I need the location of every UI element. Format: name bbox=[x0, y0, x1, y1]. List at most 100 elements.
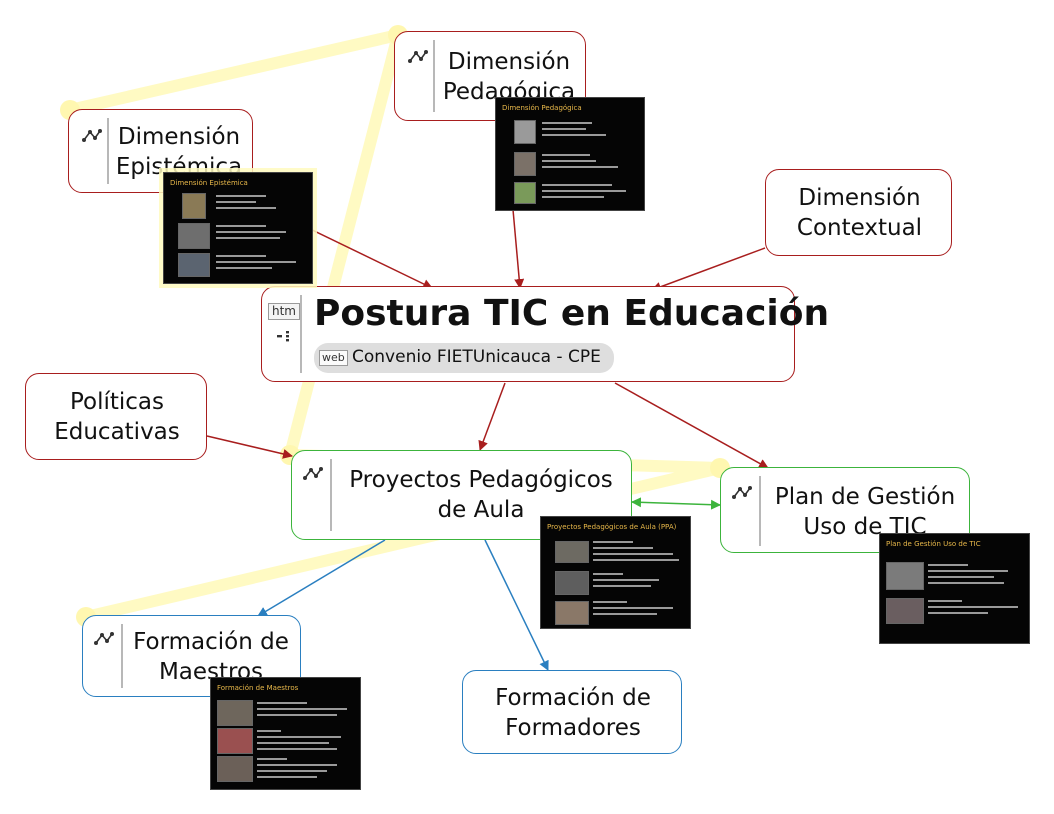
thumbnail-text-line bbox=[216, 255, 266, 257]
node-divider bbox=[300, 295, 302, 373]
outline-list-icon bbox=[277, 331, 289, 342]
thumbnail-text-line bbox=[593, 547, 653, 549]
web-link-label: Convenio FIETUnicauca - CPE bbox=[352, 347, 601, 367]
thumbnail-text-line bbox=[593, 559, 679, 561]
thumbnail-text-line bbox=[928, 564, 968, 566]
web-link[interactable]: web Convenio FIETUnicauca - CPE bbox=[314, 343, 614, 373]
thumbnail-text-line bbox=[257, 742, 329, 744]
thumbnail-plan-gestion[interactable]: Plan de Gestión Uso de TIC bbox=[879, 533, 1030, 644]
thumbnail-text-line bbox=[216, 267, 272, 269]
thumbnail-text-line bbox=[542, 154, 590, 156]
thumbnail-text-line bbox=[593, 541, 633, 543]
thumbnail-proyectos-pedagogicos[interactable]: Proyectos Pedagógicos de Aula (PPA) bbox=[540, 516, 691, 629]
htm-tag[interactable]: htm bbox=[268, 303, 300, 320]
connector-central-plan bbox=[614, 382, 769, 469]
thumbnail-photo bbox=[182, 193, 206, 219]
thumbnail-text-line bbox=[928, 612, 988, 614]
thumbnail-text-line bbox=[593, 573, 623, 575]
topic-map-icon bbox=[82, 129, 102, 142]
thumbnail-text-line bbox=[257, 708, 347, 710]
thumbnail-text-line bbox=[542, 166, 618, 168]
thumbnail-text-line bbox=[216, 195, 266, 197]
thumbnail-photo bbox=[514, 152, 536, 176]
thumbnail-photo bbox=[555, 601, 589, 625]
thumbnail-text-line bbox=[542, 128, 586, 130]
node-formacion-formadores[interactable]: Formación de Formadores bbox=[462, 670, 682, 754]
connector-proyectos-formadores bbox=[484, 539, 549, 671]
node-label: Proyectos Pedagógicos de Aula bbox=[349, 467, 613, 523]
thumbnail-text-line bbox=[257, 758, 287, 760]
thumbnail-photo bbox=[217, 728, 253, 754]
thumbnail-photo bbox=[555, 571, 589, 595]
thumbnail-title: Formación de Maestros bbox=[217, 684, 299, 692]
thumbnail-photo bbox=[886, 598, 924, 624]
topic-map-icon bbox=[408, 50, 428, 63]
thumbnail-title: Proyectos Pedagógicos de Aula (PPA) bbox=[547, 523, 677, 531]
node-label: Políticas Educativas bbox=[54, 389, 180, 445]
node-postura-tic[interactable]: htm Postura TIC en Educación web Conveni… bbox=[261, 286, 829, 382]
node-divider bbox=[121, 624, 123, 688]
thumbnail-photo bbox=[217, 700, 253, 726]
thumbnail-text-line bbox=[257, 736, 341, 738]
thumbnail-title: Dimensión Epistémica bbox=[170, 179, 248, 187]
thumbnail-text-line bbox=[257, 764, 337, 766]
thumbnail-text-line bbox=[216, 207, 276, 209]
thumbnail-photo bbox=[555, 541, 589, 563]
node-divider bbox=[759, 476, 761, 546]
thumbnail-text-line bbox=[928, 576, 994, 578]
thumbnail-text-line bbox=[216, 231, 286, 233]
thumbnail-text-line bbox=[542, 134, 606, 136]
thumbnail-text-line bbox=[593, 579, 659, 581]
thumbnail-text-line bbox=[928, 582, 1004, 584]
thumbnail-text-line bbox=[593, 553, 673, 555]
topic-map-icon bbox=[732, 486, 752, 499]
connector-proyectos-maestros bbox=[257, 539, 386, 617]
thumbnail-text-line bbox=[928, 606, 1018, 608]
node-divider bbox=[433, 40, 435, 112]
thumbnail-text-line bbox=[542, 160, 596, 162]
connector-politicas-proyectos bbox=[206, 435, 293, 459]
thumbnail-formacion-maestros[interactable]: Formación de Maestros bbox=[210, 677, 361, 790]
thumbnail-text-line bbox=[257, 714, 337, 716]
node-divider bbox=[107, 118, 109, 184]
thumbnail-dimension-epistemica[interactable]: Dimensión Epistémica bbox=[163, 172, 313, 284]
thumbnail-photo bbox=[514, 182, 536, 204]
node-label: Formación de Formadores bbox=[495, 685, 651, 741]
thumbnail-text-line bbox=[216, 261, 296, 263]
thumbnail-text-line bbox=[928, 570, 1008, 572]
thumbnail-text-line bbox=[542, 190, 626, 192]
thumbnail-photo bbox=[514, 120, 536, 144]
thumbnail-text-line bbox=[216, 201, 256, 203]
thumbnail-text-line bbox=[593, 601, 627, 603]
node-divider bbox=[330, 459, 332, 531]
node-label: Dimensión Contextual bbox=[796, 185, 923, 241]
topic-map-icon bbox=[303, 467, 323, 480]
connector-central-proyectos bbox=[478, 382, 506, 451]
thumbnail-title: Dimensión Pedagógica bbox=[502, 104, 582, 112]
central-title: Postura TIC en Educación bbox=[314, 293, 830, 334]
thumbnail-photo bbox=[886, 562, 924, 590]
thumbnail-photo bbox=[178, 223, 210, 249]
thumbnail-text-line bbox=[257, 748, 337, 750]
thumbnail-dimension-pedagogica[interactable]: Dimensión Pedagógica bbox=[495, 97, 645, 211]
thumbnail-title: Plan de Gestión Uso de TIC bbox=[886, 540, 981, 548]
connector-contextual-central bbox=[651, 247, 766, 292]
thumbnail-text-line bbox=[928, 600, 962, 602]
node-proyectos-pedagogicos[interactable]: Proyectos Pedagógicos de Aula bbox=[291, 450, 632, 540]
thumbnail-text-line bbox=[542, 184, 612, 186]
thumbnail-text-line bbox=[257, 702, 307, 704]
node-politicas-educativas[interactable]: Políticas Educativas bbox=[25, 373, 207, 460]
thumbnail-photo bbox=[178, 253, 210, 277]
web-tag: web bbox=[319, 350, 348, 366]
thumbnail-text-line bbox=[593, 607, 673, 609]
thumbnail-photo bbox=[217, 756, 253, 782]
node-dimension-contextual[interactable]: Dimensión Contextual bbox=[765, 169, 952, 256]
connector-proyectos-plan bbox=[631, 497, 721, 510]
thumbnail-text-line bbox=[257, 730, 281, 732]
topic-map-icon bbox=[94, 632, 114, 645]
thumbnail-text-line bbox=[216, 225, 266, 227]
thumbnail-text-line bbox=[593, 585, 651, 587]
thumbnail-text-line bbox=[216, 237, 280, 239]
thumbnail-text-line bbox=[542, 196, 604, 198]
thumbnail-text-line bbox=[257, 776, 317, 778]
